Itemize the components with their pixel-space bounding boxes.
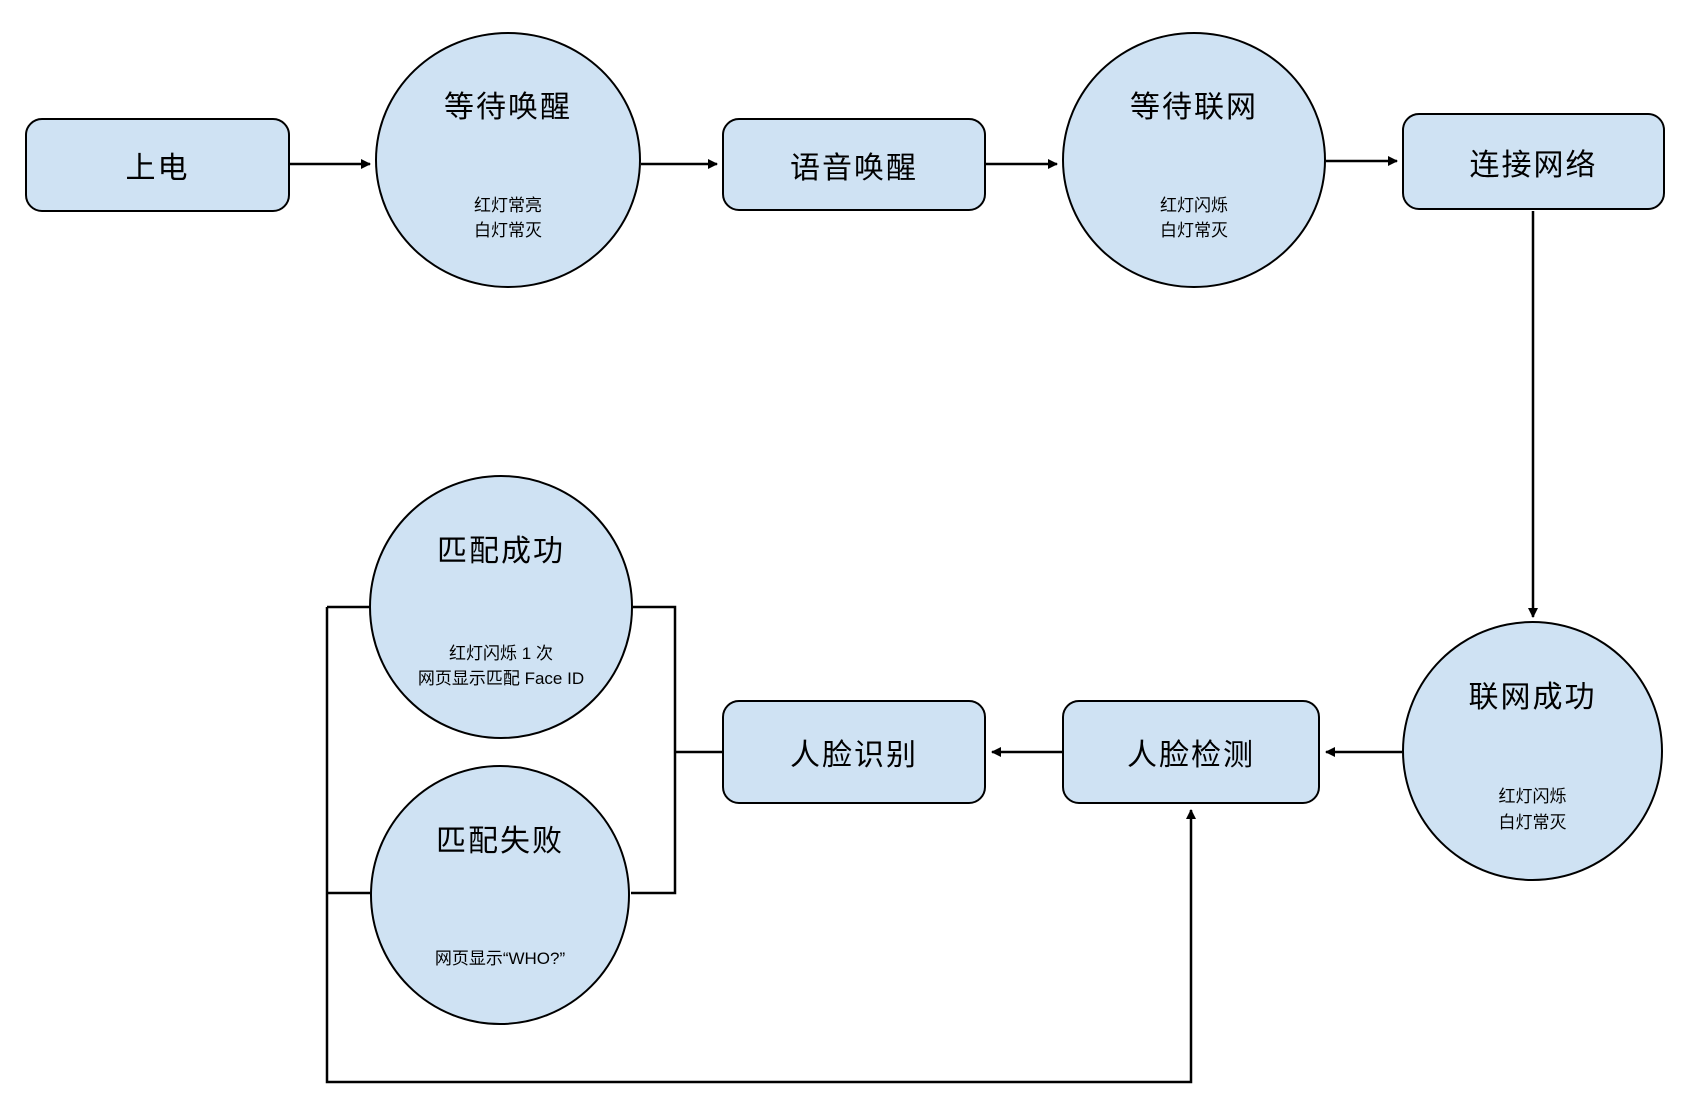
node-network-success-label: 联网成功 [1468, 680, 1597, 714]
node-face-detect-label: 人脸检测 [1127, 739, 1255, 772]
node-wait-network-note2: 白灯常灭 [1160, 221, 1228, 241]
node-wait-wake-note2: 白灯常灭 [474, 221, 542, 241]
node-wait-network-note1: 红灯闪烁 [1160, 195, 1228, 215]
node-power-on-label: 上电 [125, 152, 190, 185]
node-connect-network: 连接网络 [1402, 113, 1665, 210]
node-network-success-note1: 红灯闪烁 [1498, 787, 1567, 807]
node-network-success-notes: 红灯闪烁 白灯常灭 [1404, 784, 1661, 835]
node-power-on: 上电 [25, 118, 290, 212]
node-wait-wake-label: 等待唤醒 [444, 90, 572, 124]
node-match-fail-label: 匹配失败 [436, 824, 564, 858]
node-face-detect: 人脸检测 [1062, 700, 1320, 804]
node-wait-wake-notes: 红灯常亮 白灯常灭 [377, 193, 639, 244]
node-wait-network-notes: 红灯闪烁 白灯常灭 [1064, 193, 1324, 244]
node-face-recognize-label: 人脸识别 [790, 739, 918, 772]
node-network-success-note2: 白灯常灭 [1498, 812, 1567, 832]
node-network-success: 联网成功 红灯闪烁 白灯常灭 [1402, 621, 1663, 881]
node-match-success-note1: 红灯闪烁 1 次 [449, 643, 553, 663]
node-connect-network-label: 连接网络 [1469, 148, 1598, 182]
node-face-recognize: 人脸识别 [722, 700, 986, 804]
node-wait-network: 等待联网 红灯闪烁 白灯常灭 [1062, 32, 1326, 288]
node-voice-wake: 语音唤醒 [722, 118, 986, 211]
node-match-success-label: 匹配成功 [437, 535, 565, 569]
node-voice-wake-label: 语音唤醒 [790, 151, 918, 185]
node-wait-wake-note1: 红灯常亮 [474, 195, 542, 215]
node-match-fail-note1: 网页显示“WHO?” [434, 949, 566, 969]
node-match-fail-notes: 网页显示“WHO?” [372, 946, 628, 972]
node-match-success-notes: 红灯闪烁 1 次 网页显示匹配 Face ID [371, 641, 631, 692]
bracket-match-to-recognize [631, 605, 677, 895]
node-wait-wake: 等待唤醒 红灯常亮 白灯常灭 [375, 32, 641, 288]
node-wait-network-label: 等待联网 [1130, 90, 1258, 124]
node-match-success-note2: 网页显示匹配 Face ID [417, 669, 585, 689]
node-match-fail: 匹配失败 网页显示“WHO?” [370, 765, 630, 1025]
loop-return-to-facedetect [325, 607, 1196, 1084]
node-match-success: 匹配成功 红灯闪烁 1 次 网页显示匹配 Face ID [369, 475, 633, 739]
